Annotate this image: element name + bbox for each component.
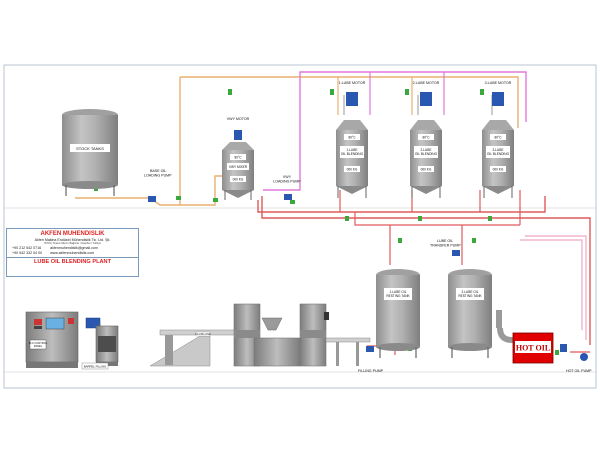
- divider: [7, 257, 138, 259]
- tank-3-temp: 80°C: [494, 136, 502, 140]
- company-address: İSTOÇ Ticaret Sitesi / Bağcılar / İstanb…: [44, 242, 101, 245]
- motor-1-icon: [346, 92, 358, 106]
- lube-motor-3-label: 3.LUBE MOTOR: [485, 81, 512, 85]
- stock-tank-label: STOCK TANKS: [76, 146, 104, 151]
- vwy-label: VWY MIXER: [229, 165, 248, 169]
- frame: [3, 64, 597, 389]
- valves: [94, 89, 559, 355]
- motor-2-icon: [420, 92, 432, 106]
- vwy-motor-label: VWY MOTOR: [227, 117, 250, 121]
- tank-2-temp: 80°C: [422, 136, 430, 140]
- company-name: AKFEN MUHENDISLIK: [40, 231, 105, 237]
- company-web[interactable]: www.akfenmuhendislik.com: [50, 250, 95, 255]
- barrel-filling-machine: BARREL FILLING: [81, 317, 119, 370]
- phone-1: +90 212 542 0716: [12, 246, 42, 250]
- company-subtitle: Akfen Makina Endüstri Mühendislik Tic. L…: [34, 238, 111, 242]
- company-contacts: +90 212 542 0716 +90 542 332 04 00 akfen…: [7, 246, 138, 255]
- company-info-box: AKFEN MUHENDISLIK Akfen Makina Endüstri …: [6, 228, 139, 277]
- tank-2-capacity: 000 KG: [421, 168, 432, 172]
- stock-tank: STOCK TANKS: [62, 109, 118, 196]
- plant-title: LUBE OIL BLENDING PLANT: [34, 259, 111, 266]
- vwy-temp: 80°C: [234, 156, 242, 160]
- motor-3-icon: [492, 92, 504, 106]
- filling-line: FILLING LINE: [149, 303, 371, 367]
- tank-3-capacity: 000 KG: [493, 168, 504, 172]
- company-email[interactable]: akfenmuhendislik@gmail.com: [50, 246, 98, 250]
- vwy-capacity: 000 KG: [233, 178, 244, 182]
- conveyor-label: FILLING LINE: [195, 333, 210, 336]
- vwy-mixer: VWY MOTOR 80°C VWY MIXER 000 KG: [222, 117, 254, 200]
- barrel-filling-label: BARREL FILLING: [84, 365, 106, 369]
- lube-motor-2-label: 2.LUBE MOTOR: [413, 81, 440, 85]
- filling-pump-label: FILLING PUMP: [358, 369, 384, 373]
- pipes: [75, 71, 591, 355]
- phone-2: +90 542 332 04 00: [12, 250, 43, 255]
- tank-1-capacity: 000 KG: [347, 168, 358, 172]
- hot-oil-unit: HOT OIL HOT OIL PUMP: [496, 310, 592, 373]
- hot-oil-pump-label: HOT OIL PUMP: [566, 369, 592, 373]
- tank-1-temp: 80°C: [348, 136, 356, 140]
- lube-motor-1-label: 1.LUBE MOTOR: [339, 81, 366, 85]
- hot-oil-label: HOT OIL: [516, 344, 550, 353]
- filling-pump: FILLING PUMP: [358, 346, 384, 373]
